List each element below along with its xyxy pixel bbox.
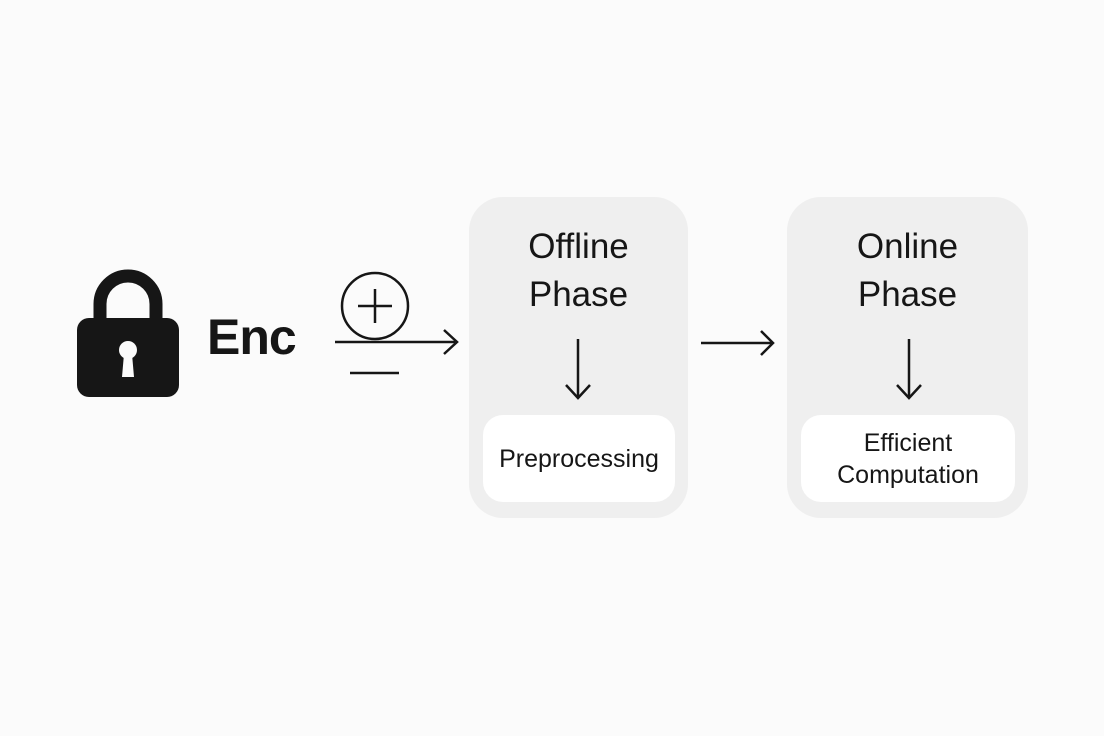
plus-minus-arrow [335,271,459,375]
offline-phase-box: Offline Phase Preprocessing [469,197,688,518]
right-arrow-icon [335,329,459,355]
online-phase-box: Online Phase Efficient Computation [787,197,1028,518]
preprocessing-box: Preprocessing [483,415,675,502]
step-line: Efficient [863,428,953,457]
title-line: Online [856,227,959,266]
down-arrow-icon [565,339,591,400]
online-phase-title: Online Phase [787,223,1028,319]
lock-icon [77,269,179,397]
preprocessing-label: Preprocessing [499,444,659,473]
right-arrow-icon [701,330,775,356]
title-line: Phase [857,275,958,314]
title-line: Offline [528,227,629,266]
title-line: Phase [528,275,629,314]
efficient-computation-box: Efficient Computation [801,415,1015,502]
circled-plus-icon [340,271,410,341]
enc-label: Enc [207,309,297,365]
offline-phase-title: Offline Phase [469,223,688,319]
down-arrow-icon [896,339,922,400]
step-line: Computation [837,460,979,489]
